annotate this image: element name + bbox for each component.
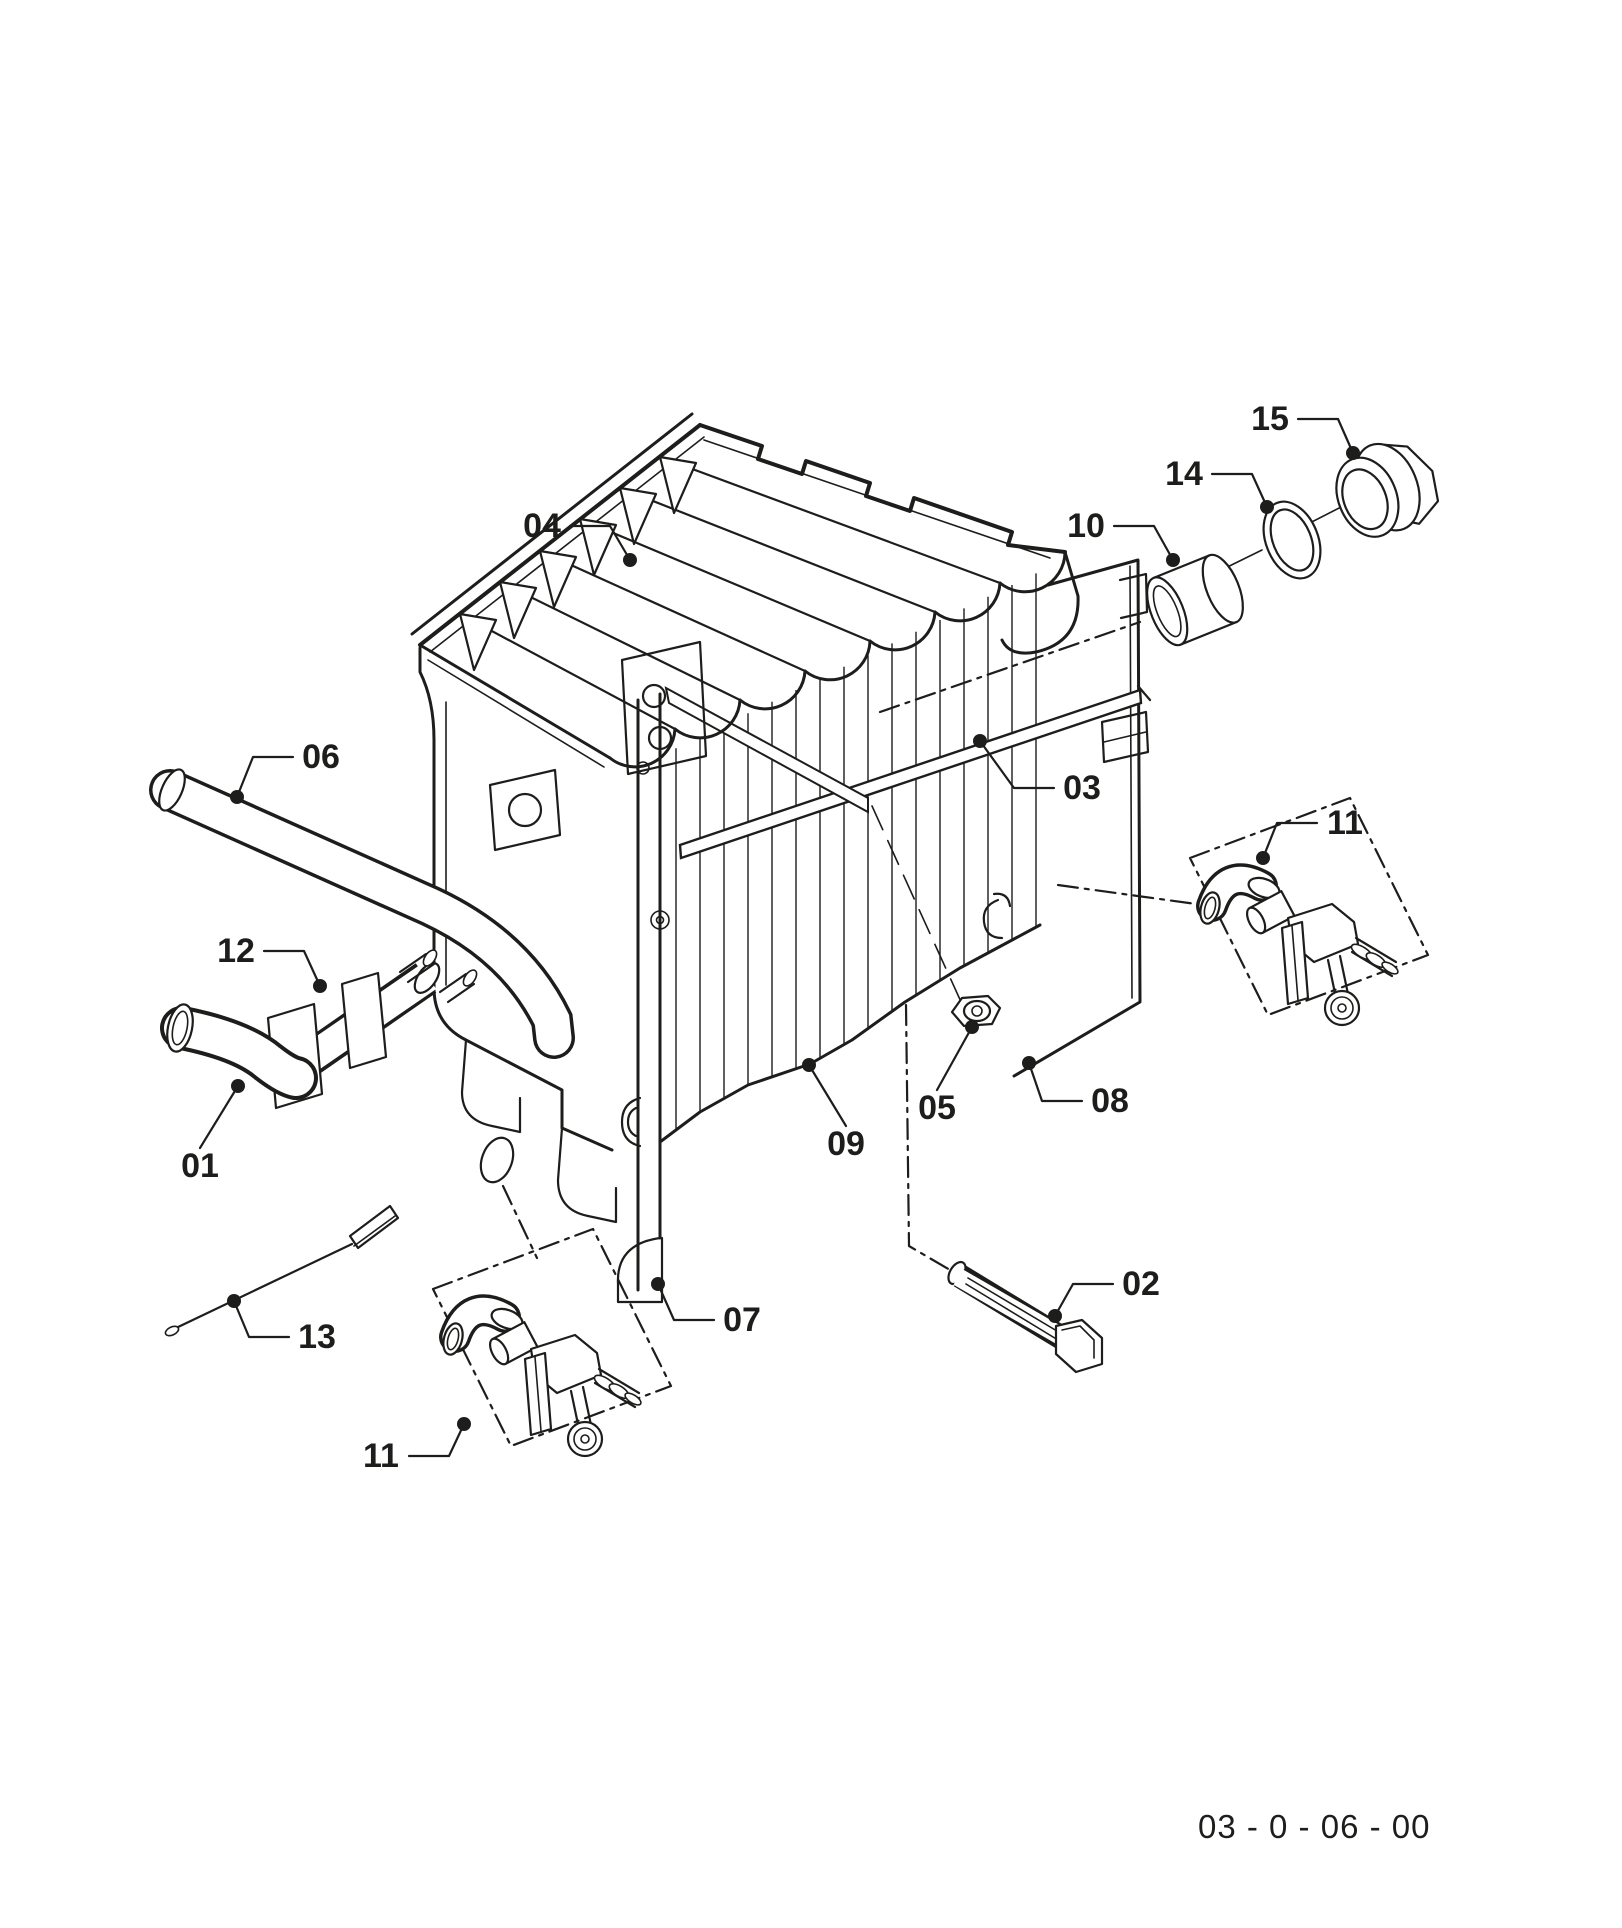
callout-07-leader [656, 1282, 716, 1322]
bushing [1146, 553, 1244, 647]
o-ring [1262, 500, 1322, 580]
callout-05-leader [935, 1025, 974, 1092]
drawing-code: 03 - 0 - 06 - 00 [1198, 1808, 1431, 1845]
drain-valve-kit-right [1188, 796, 1430, 1027]
callout-04-label: 04 [523, 507, 561, 545]
top-tank-assembly [410, 412, 1080, 769]
callout-04-dot [623, 553, 637, 567]
drain-plug [950, 994, 1002, 1028]
radiator-core-bottom-edge [658, 923, 1042, 1144]
filler-cap [1335, 442, 1440, 538]
callout-01-label: 01 [181, 1147, 219, 1185]
callout-11a-leader [1261, 821, 1319, 860]
callout-07-dot [651, 1277, 665, 1291]
callout-05-label: 05 [918, 1089, 956, 1127]
callout-11b-leader [407, 1422, 466, 1458]
callout-15-leader [1296, 417, 1355, 455]
callout-02-leader [1053, 1282, 1115, 1318]
frame-channel-left [616, 692, 670, 1304]
callout-11b-label: 11 [363, 1437, 399, 1475]
callout-10-label: 10 [1067, 507, 1105, 545]
callout-11a-label: 11 [1327, 804, 1363, 842]
callout-12-leader [262, 949, 322, 988]
callout-03-leader [978, 739, 1056, 790]
callout-08-leader [1027, 1061, 1084, 1103]
callout-15-label: 15 [1251, 400, 1289, 438]
callout-08-dot [1022, 1056, 1036, 1070]
callout-02-label: 02 [1122, 1265, 1160, 1303]
lower-elbow-hose [160, 1003, 318, 1100]
radiator-core-fins [675, 573, 1037, 1130]
callout-01-leader [198, 1084, 240, 1150]
callout-10-dot [1166, 553, 1180, 567]
callout-14-label: 14 [1165, 455, 1203, 493]
callout-06-label: 06 [302, 738, 340, 776]
valve-kit-bottom-connector [501, 1184, 539, 1260]
callout-06-leader [235, 755, 295, 799]
callout-04-leader [568, 524, 632, 562]
callout-14-dot [1260, 500, 1274, 514]
projection-lines [664, 686, 963, 1005]
callout-14-leader [1210, 472, 1269, 509]
callout-08-label: 08 [1091, 1082, 1129, 1120]
callout-13-dot [227, 1294, 241, 1308]
dipstick-rod [164, 1204, 400, 1337]
callouts-layer: 04 15 14 10 06 03 11 12 01 05 09 08 07 02 13 11 [181, 400, 1363, 1475]
callout-12-label: 12 [217, 932, 255, 970]
valve-kit-right-connector [1056, 883, 1198, 906]
callout-11a-dot [1256, 851, 1270, 865]
callout-10-leader [1112, 524, 1175, 562]
callout-03-label: 03 [1063, 769, 1101, 807]
callout-09-leader [807, 1063, 848, 1128]
callout-13-leader [232, 1299, 291, 1339]
callout-09-dot [802, 1058, 816, 1072]
callout-03-dot [973, 734, 987, 748]
callout-12-dot [313, 979, 327, 993]
callout-05-dot [965, 1020, 979, 1034]
callout-09-label: 09 [827, 1125, 865, 1163]
callout-07-label: 07 [723, 1301, 761, 1339]
callout-06-dot [230, 790, 244, 804]
callout-01-dot [231, 1079, 245, 1093]
callout-11b-dot [457, 1417, 471, 1431]
callout-15-dot [1346, 446, 1360, 460]
upper-pipe [149, 768, 575, 1059]
callout-02-dot [1048, 1309, 1062, 1323]
header-bracket [620, 640, 708, 776]
overflow-tube [947, 1260, 1104, 1374]
overflow-tube-axis [904, 1003, 952, 1272]
callout-13-label: 13 [298, 1318, 336, 1356]
